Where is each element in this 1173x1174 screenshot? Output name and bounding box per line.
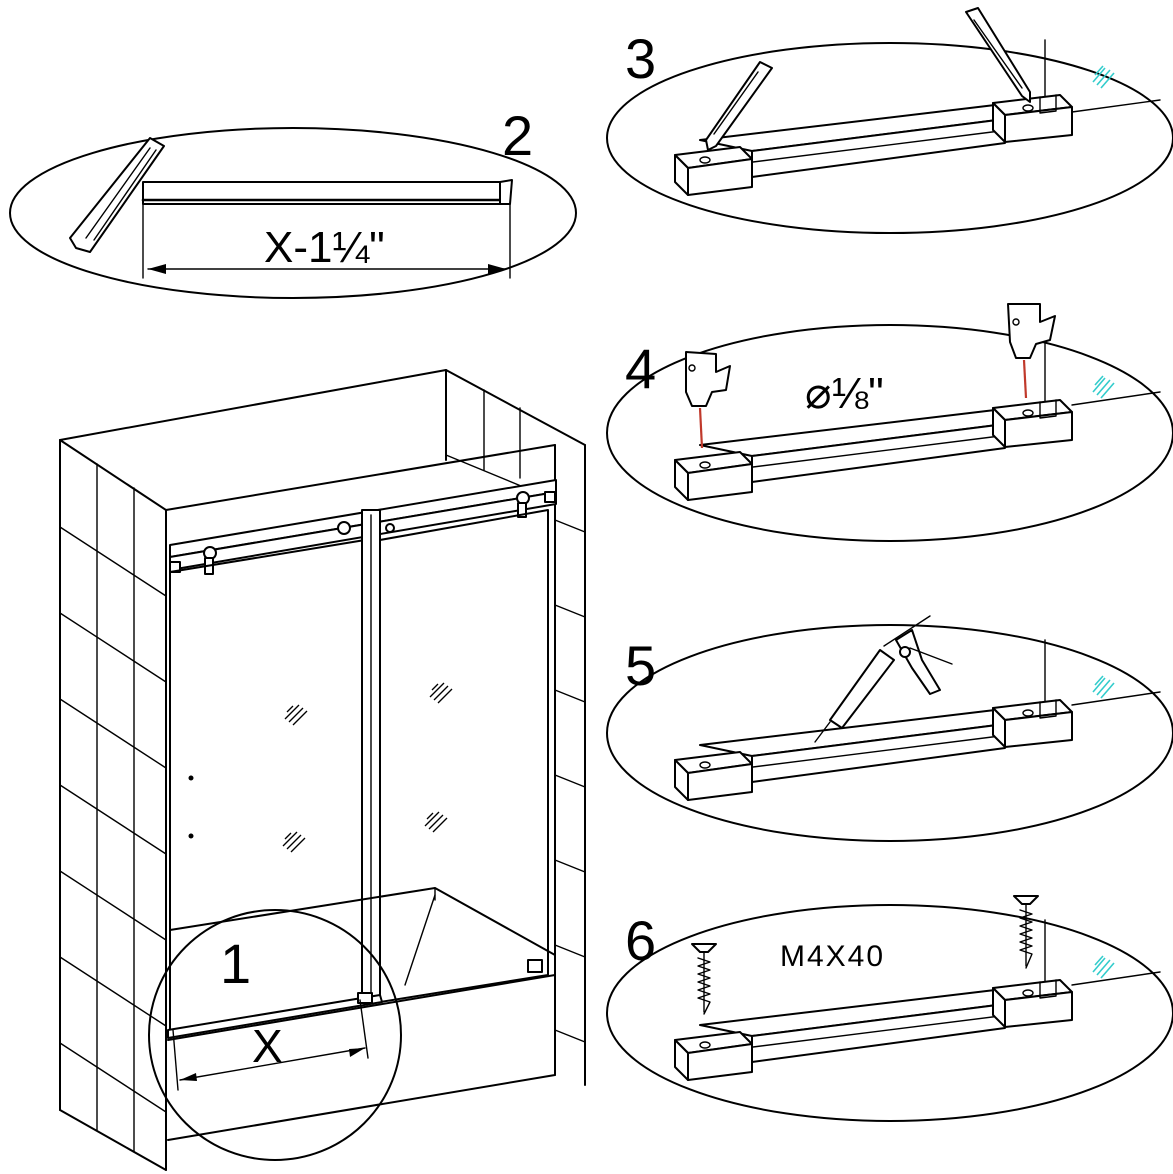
step-5-detail: 5 (606, 615, 1173, 842)
screw-icon (691, 943, 717, 1015)
pencil-icon (965, 7, 1031, 103)
step-6-number: 6 (625, 909, 656, 972)
step-6-detail: 6 M4X40 (606, 895, 1173, 1122)
step-3-detail: 3 (606, 7, 1173, 234)
drill-icon (1007, 303, 1056, 399)
dimension-x (172, 999, 369, 1091)
shower-enclosure (59, 369, 586, 1171)
step-5-number: 5 (625, 634, 656, 697)
step-1-number: 1 (220, 932, 251, 995)
detail-circle-1 (148, 909, 402, 1161)
step-4-detail: 4 ⌀⅛" (606, 303, 1173, 542)
screw-icon (1013, 895, 1039, 969)
step-4-number: 4 (625, 337, 656, 400)
utility-knife-icon (69, 137, 165, 253)
step-2-detail: 2 X-1¼" (9, 104, 577, 299)
caulk-gun-icon (814, 615, 953, 743)
cut-length-label: X-1¼" (264, 223, 385, 272)
drill-size-label: ⌀⅛" (805, 369, 884, 418)
pencil-icon (705, 61, 773, 151)
step-2-number: 2 (502, 104, 533, 167)
screw-spec-label: M4X40 (780, 940, 885, 973)
dimension-x-label: X (252, 1020, 283, 1072)
drill-icon (685, 351, 731, 449)
step-3-number: 3 (625, 27, 656, 90)
